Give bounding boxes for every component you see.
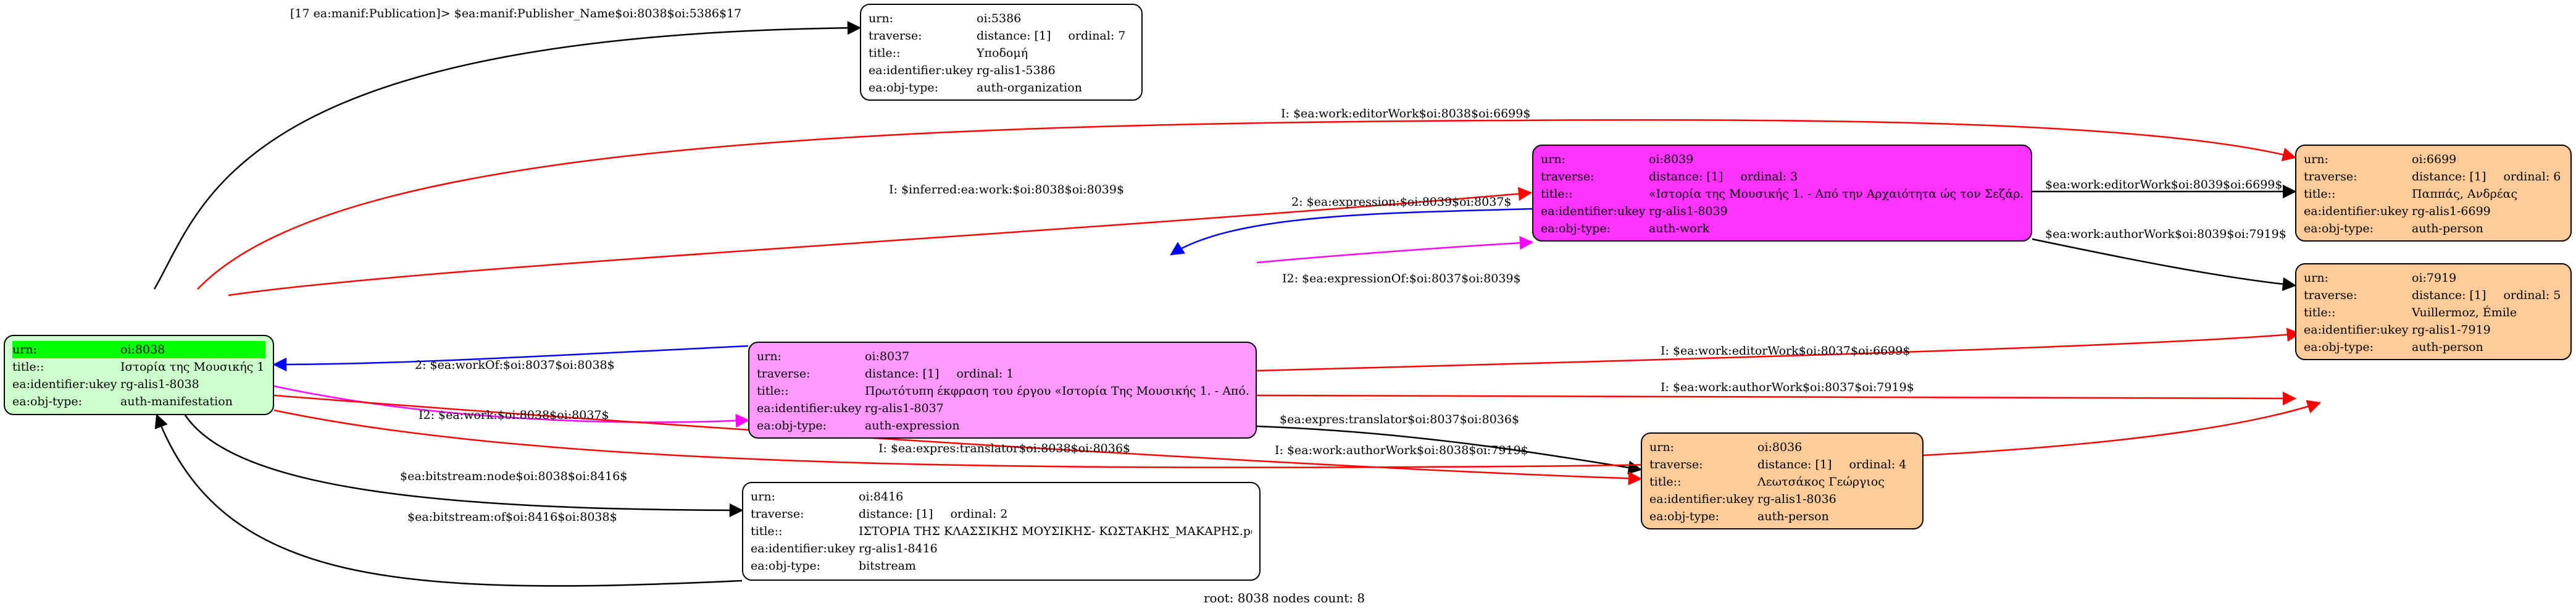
node-row: title::«Ιστορία της Μουσικής 1. - Από τη… — [1541, 187, 2024, 201]
node-row: ea:obj-type:auth-person — [2304, 222, 2483, 235]
edge-editor-work-root — [197, 119, 2297, 290]
edge-bitstream-of — [154, 413, 743, 587]
node-row: traverse:distance: [1]ordinal: 6 — [2304, 170, 2561, 183]
node-row: traverse:distance: [1]ordinal: 2 — [751, 507, 1008, 521]
edge-label-editor-work-work: $ea:work:editorWork$oi:8039$oi:6699$ — [2045, 178, 2283, 192]
node-row: urn:oi:6699 — [2304, 153, 2457, 166]
node-row: urn:oi:8037 — [757, 350, 910, 363]
node-row: ea:obj-type:auth-expression — [757, 419, 960, 432]
edge-label-expression-of: I2: $ea:expressionOf:$oi:8037$oi:8039$ — [1282, 272, 1521, 285]
edge-work-of — [272, 345, 749, 372]
node-row: ea:obj-type:auth-manifestation — [12, 395, 233, 408]
edge-editor-work-expr — [1256, 327, 2301, 372]
node-row: urn:oi:8039 — [1541, 153, 1694, 166]
edge-label-editor-work-expr: I: $ea:work:editorWork$oi:8037$oi:6699$ — [1661, 344, 1911, 358]
edge-label-publisher: [17 ea:manif:Publication]> $ea:manif:Pub… — [290, 7, 742, 20]
node-5386[interactable]: urn:oi:5386 traverse:distance: [1]ordina… — [860, 4, 1143, 101]
node-row: title::Vuillermoz, Émile — [2304, 306, 2517, 319]
node-row: ea:obj-type:auth-person — [2304, 340, 2483, 354]
edge-work — [273, 385, 750, 428]
edge-label-expression: 2: $ea:expression:$oi:8039$oi:8037$ — [1291, 195, 1512, 209]
edge-label-inferred-work: I: $inferred:ea:work:$oi:8038$oi:8039$ — [889, 183, 1125, 196]
edge-author-work-work — [2032, 238, 2297, 292]
node-row: urn:oi:8036 — [1649, 440, 1803, 454]
edge-bitstream-node — [184, 415, 744, 518]
edge-author-work-root — [273, 400, 2322, 468]
node-row: urn:oi:8038 — [12, 341, 265, 358]
graph-footer: root: 8038 nodes count: 8 — [1204, 591, 1365, 605]
node-row: urn:oi:7919 — [2304, 271, 2457, 285]
node-row: ea:obj-type:auth-work — [1541, 222, 1710, 235]
node-8036[interactable]: urn:oi:8036 traverse:distance: [1]ordina… — [1641, 432, 1924, 529]
node-row: urn:oi:5386 — [869, 12, 1022, 25]
edge-label-author-work-expr: I: $ea:work:authorWork$oi:8037$oi:7919$ — [1661, 381, 1914, 394]
node-8416[interactable]: urn:oi:8416 traverse:distance: [1]ordina… — [742, 482, 1261, 581]
node-root-8038[interactable]: urn:oi:8038 title::Ιστορία της Μουσικής … — [4, 335, 274, 415]
edge-label-work: I2: $ea:work:$oi:8038$oi:8037$ — [419, 408, 609, 422]
edge-label-editor-work-root: I: $ea:work:editorWork$oi:8038$oi:6699$ — [1281, 107, 1531, 120]
node-row: title::Ιστορία της Μουσικής 1. — [12, 360, 265, 374]
edge-label-translator-expr: $ea:expres:translator$oi:8037$oi:8036$ — [1280, 413, 1520, 426]
node-row: traverse:distance: [1]ordinal: 4 — [1649, 458, 1907, 471]
edge-translator-root — [273, 394, 1643, 486]
node-row: title::Παππάς, Ανδρέας — [2304, 187, 2518, 201]
node-row: ea:obj-type:bitstream — [751, 559, 916, 573]
node-row: traverse:distance: [1]ordinal: 7 — [869, 29, 1126, 43]
edge-expression-of — [1256, 235, 1534, 264]
node-row: traverse:distance: [1]ordinal: 3 — [1541, 170, 1798, 183]
node-row: title::Υποδομή — [869, 46, 1028, 60]
edge-label-bitstream-of: $ea:bitstream:of$oi:8416$oi:8038$ — [407, 510, 617, 524]
edge-label-translator-root: I: $ea:expres:translator$oi:8038$oi:8036… — [878, 442, 1131, 455]
node-7919[interactable]: urn:oi:7919 traverse:distance: [1]ordina… — [2295, 263, 2572, 360]
node-8037[interactable]: urn:oi:8037 traverse:distance: [1]ordina… — [748, 342, 1257, 439]
edge-inferred-work — [228, 187, 1533, 297]
node-6699[interactable]: urn:oi:6699 traverse:distance: [1]ordina… — [2295, 145, 2572, 242]
edge-translator-expr — [1256, 425, 1643, 474]
node-row: ea:obj-type:auth-organization — [869, 81, 1082, 95]
edge-label-work-of: 2: $ea:workOf:$oi:8037$oi:8038$ — [415, 358, 615, 372]
node-row: urn:oi:8416 — [751, 490, 904, 504]
edge-label-author-work-work: $ea:work:authorWork$oi:8039$oi:7919$ — [2045, 227, 2286, 241]
node-row: traverse:distance: [1]ordinal: 1 — [757, 367, 1014, 381]
edge-publisher — [153, 20, 862, 290]
node-row: title::Πρωτότυπη έκφραση του έργου «Ιστο… — [757, 384, 1248, 398]
node-row: title::ΙΣΤΟΡΙΑ ΤΗΣ ΚΛΑΣΣΙΚΗΣ ΜΟΥΣΙΚΗΣ- Κ… — [751, 525, 1252, 538]
node-row: title::Λεωτσάκος Γεώργιος — [1649, 475, 1885, 489]
node-row: traverse:distance: [1]ordinal: 5 — [2304, 289, 2561, 302]
edge-author-work-expr — [1256, 391, 2297, 406]
edge-label-author-work-root: I: $ea:work:authorWork$oi:8038$oi:7919$ — [1275, 444, 1528, 457]
edge-expression — [1170, 208, 1533, 256]
node-8039[interactable]: urn:oi:8039 traverse:distance: [1]ordina… — [1532, 145, 2032, 242]
node-row: ea:obj-type:auth-person — [1649, 510, 1829, 523]
edge-label-bitstream-node: $ea:bitstream:node$oi:8038$oi:8416$ — [400, 470, 628, 483]
